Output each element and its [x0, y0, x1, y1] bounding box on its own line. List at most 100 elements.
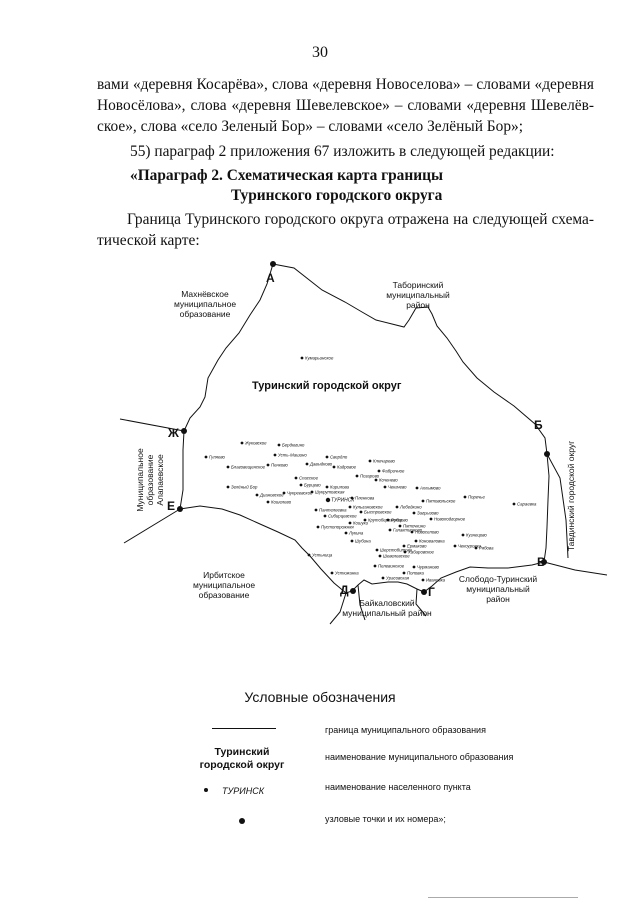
- settlement-dot: [378, 554, 382, 558]
- settlement-dot: [421, 578, 425, 582]
- settlement-dot: [330, 571, 334, 575]
- node-d-label: Д: [340, 583, 349, 597]
- settlement-label: Кумарьинское: [305, 356, 334, 361]
- settlement-label: Чурманово: [417, 565, 440, 570]
- legend-name-desc: наименование муниципального образования: [325, 752, 514, 762]
- legend-node-dot: [239, 818, 245, 824]
- paragraph-line: Граница Туринского городского округа отр…: [127, 211, 594, 228]
- boundary-extension: [543, 561, 608, 576]
- settlement-dot: [398, 524, 402, 528]
- legend-name-sample: Туринский городской округ: [196, 746, 288, 772]
- bottom-rule: [428, 897, 578, 898]
- settlement-dot: [461, 533, 465, 537]
- settlement-label: Позарово: [360, 474, 380, 479]
- settlement-label: Кадровое: [337, 465, 357, 470]
- legend-node-desc: узловые точки и их номера»;: [325, 814, 446, 824]
- settlement-label: Лебедкино: [399, 505, 422, 510]
- neighbor-makhnevskoe: образование: [180, 309, 231, 319]
- node-b-dot: [544, 451, 550, 457]
- settlement-dot: [373, 564, 377, 568]
- neighbor-taborinsky: муниципальный: [386, 290, 450, 300]
- settlement-label: Поповка: [407, 571, 425, 576]
- paragraph-line: тической карте:: [97, 232, 200, 249]
- settlement-dot: [355, 474, 359, 478]
- settlement-label: Чекоуровка: [458, 544, 482, 549]
- settlement-dot: [226, 465, 230, 469]
- legend-title: Условные обозначения: [244, 689, 396, 705]
- settlement-label: Коноваловка: [419, 539, 445, 544]
- settlement-dot: [386, 518, 390, 522]
- heading-line-2: Туринского городского округа: [231, 187, 443, 204]
- neighbor-alapaevskoe: Муниципальное: [135, 448, 145, 512]
- neighbor-irbitskoe: муниципальное: [193, 580, 255, 590]
- settlement-label: Лукина: [348, 531, 364, 536]
- node-v-label: В: [537, 555, 546, 569]
- settlement-label: Поречье: [468, 495, 486, 500]
- settlement-label: Чукреевское: [287, 491, 313, 496]
- settlement-dot: [344, 531, 348, 535]
- settlement-label: Шевелевское: [383, 554, 410, 559]
- settlement-label: Кульгановское: [353, 505, 383, 510]
- settlement-label: Устьница: [312, 553, 333, 558]
- page-number: 30: [312, 44, 328, 61]
- settlement-dot: [395, 505, 399, 509]
- paragraph-line: вами «деревня Косарёва», слова «деревня …: [97, 76, 594, 93]
- settlement-label: Диановское: [259, 493, 284, 498]
- settlement-label: Рябова: [479, 546, 494, 551]
- legend-name-line: городской округ: [199, 759, 285, 771]
- settlement-dot: [307, 553, 311, 557]
- neighbor-makhnevskoe: муниципальное: [174, 299, 236, 309]
- boundary-extension: [123, 508, 181, 544]
- neighbor-irbitskoe: образование: [199, 590, 250, 600]
- node-zh-dot: [181, 428, 187, 434]
- settlement-label: Ермаково: [407, 544, 427, 549]
- settlement-label: Благовещенское: [231, 465, 266, 470]
- settlement-dot: [412, 511, 416, 515]
- settlement-dot: [381, 576, 385, 580]
- section-heading: «Параграф 2. Схематическая карта границы…: [0, 166, 640, 206]
- settlement-dot: [474, 546, 478, 550]
- legend-settlement-desc: наименование населенного пункта: [325, 782, 471, 792]
- settlement-dot: [300, 356, 304, 360]
- settlement-dot: [348, 505, 352, 509]
- settlement-dot: [402, 571, 406, 575]
- settlement-dot: [412, 565, 416, 569]
- paragraph-map-intro: Граница Туринского городского округа отр…: [97, 209, 594, 251]
- settlement-dot: [512, 502, 516, 506]
- node-v-dot: [541, 559, 547, 565]
- settlement-label: Шукрутовская: [315, 490, 345, 495]
- settlement-label: Сараевка: [517, 502, 537, 507]
- node-a-label: А: [266, 271, 275, 285]
- legend-name-line: Туринский: [214, 746, 270, 758]
- settlement-label: Бердюгино: [282, 443, 305, 448]
- settlement-label: Шерстобитова: [380, 548, 413, 553]
- settlement-dot: [403, 550, 407, 554]
- settlement-dot: [421, 499, 425, 503]
- settlement-dot: [226, 485, 230, 489]
- settlement-label: Усть-Машино: [278, 453, 307, 458]
- neighbor-taborinsky: Таборинский: [393, 280, 444, 290]
- heading-line-1: «Параграф 2. Схематическая карта границы: [130, 167, 443, 184]
- neighbor-sloboda: муниципальный: [466, 584, 530, 594]
- settlement-label: Пантелеевка: [319, 508, 347, 513]
- settlement-label: Ивановка: [426, 578, 446, 583]
- node-g-label: Г: [428, 585, 435, 599]
- settlement-label: Фабричное: [382, 469, 405, 474]
- settlement-dot: [350, 539, 354, 543]
- paragraph-renaming: вами «деревня Косарёва», слова «деревня …: [97, 74, 594, 137]
- node-b-label: Б: [534, 418, 543, 432]
- boundary-extension: [329, 592, 347, 625]
- settlement-label: Урасовская: [386, 576, 410, 581]
- boundary-extension: [357, 584, 366, 621]
- settlement-dot: [368, 459, 372, 463]
- settlement-dot: [323, 514, 327, 518]
- settlement-label: Гуляево: [209, 455, 226, 460]
- legend-settlement-dot: [204, 788, 208, 792]
- boundary-extension: [415, 588, 427, 617]
- settlement-label: Кузнецово: [466, 533, 487, 538]
- settlement-label: Жуковское: [244, 441, 267, 446]
- settlement-label: Пустопорожняя: [321, 525, 354, 530]
- settlement-dot: [325, 485, 329, 489]
- settlement-dot: [294, 476, 298, 480]
- settlement-label: Пяточкино: [403, 524, 426, 529]
